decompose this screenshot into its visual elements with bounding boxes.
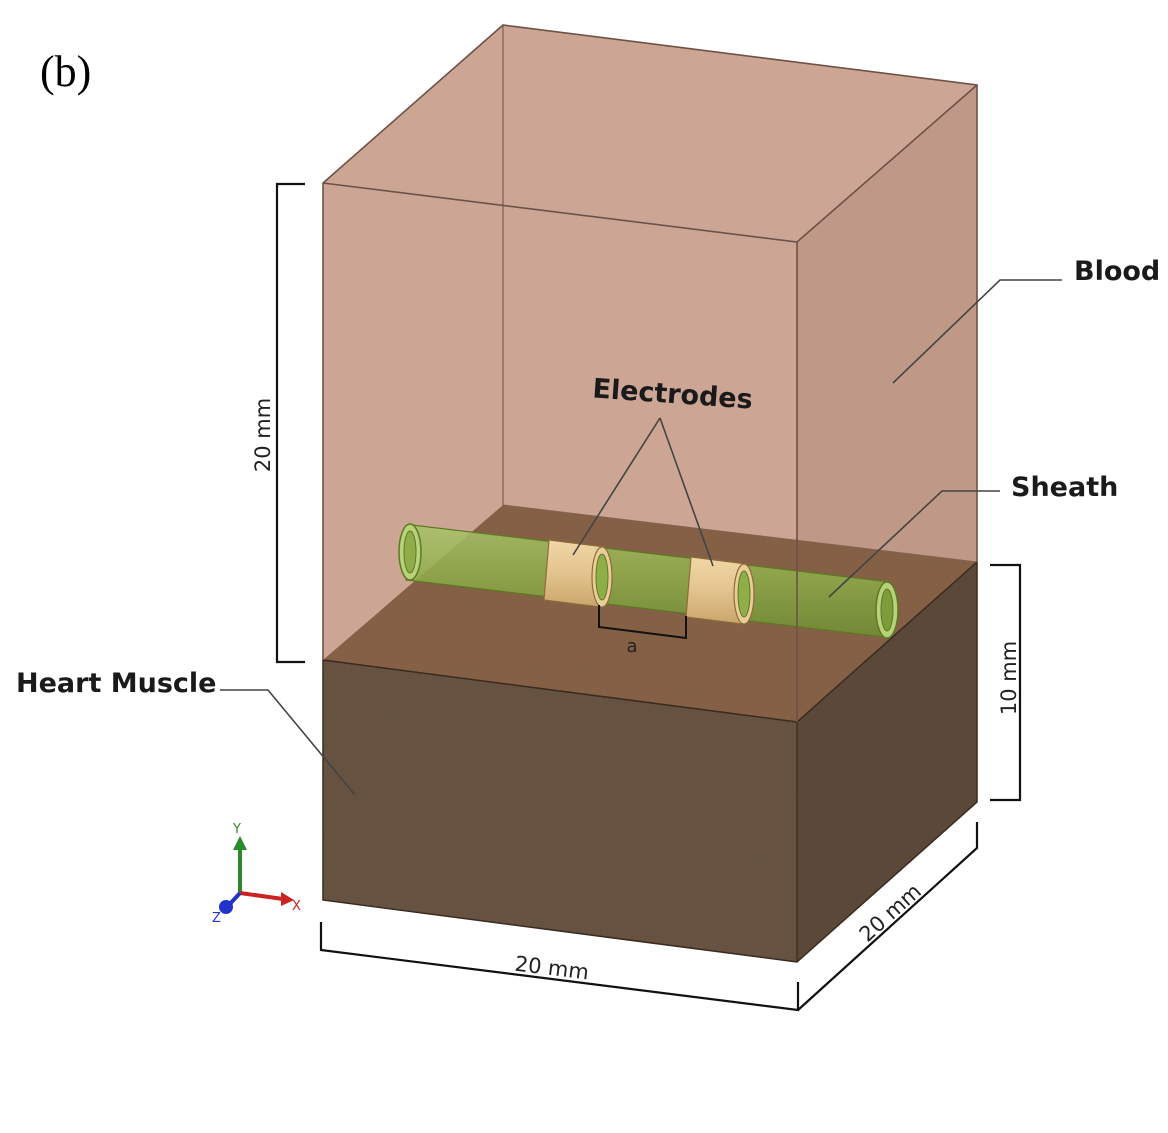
muscle-outer-edges bbox=[322, 562, 978, 963]
blood-label: Blood bbox=[1074, 256, 1160, 287]
electrode-2-bore bbox=[737, 570, 751, 618]
dimension-brackets bbox=[275, 182, 1022, 1012]
muscle-front-face bbox=[323, 660, 797, 962]
heart-muscle-leader bbox=[220, 689, 356, 796]
leader-lines bbox=[220, 279, 1062, 796]
y-arrow-head bbox=[233, 836, 247, 850]
depth-bracket bbox=[797, 822, 979, 1011]
width-bracket bbox=[319, 922, 800, 1012]
panel-label: (b) bbox=[40, 47, 91, 96]
axis-triad: Y X Z bbox=[212, 822, 301, 926]
muscle-side-face bbox=[797, 562, 977, 962]
blood-leader bbox=[892, 279, 1062, 384]
electrodes-leader-1 bbox=[572, 417, 661, 556]
blood-height-bracket bbox=[275, 182, 305, 664]
x-axis-label: X bbox=[292, 899, 301, 914]
sheath-right-bore bbox=[880, 588, 894, 632]
muscle-height-label: 10 mm bbox=[997, 641, 1021, 715]
x-arrow-head bbox=[281, 892, 294, 906]
blood-box-edges bbox=[322, 24, 978, 722]
width-label: 20 mm bbox=[514, 952, 591, 985]
spacing-label: a bbox=[626, 636, 637, 657]
catheter bbox=[398, 523, 899, 639]
electrodes-leader-2 bbox=[659, 417, 714, 567]
blood-height-label: 20 mm bbox=[251, 398, 275, 472]
z-axis-dot bbox=[219, 900, 233, 914]
sheath-leader bbox=[828, 490, 1000, 598]
x-axis-arrow bbox=[239, 891, 284, 901]
spacing-bracket bbox=[598, 605, 687, 640]
heart-muscle-label: Heart Muscle bbox=[16, 668, 216, 699]
z-axis-label: Z bbox=[212, 911, 221, 926]
sheath-left-bore bbox=[403, 530, 417, 574]
y-axis-label: Y bbox=[232, 822, 241, 837]
electrode-1-bore bbox=[595, 553, 609, 601]
sheath-label: Sheath bbox=[1011, 472, 1118, 503]
muscle-height-bracket bbox=[990, 563, 1022, 802]
